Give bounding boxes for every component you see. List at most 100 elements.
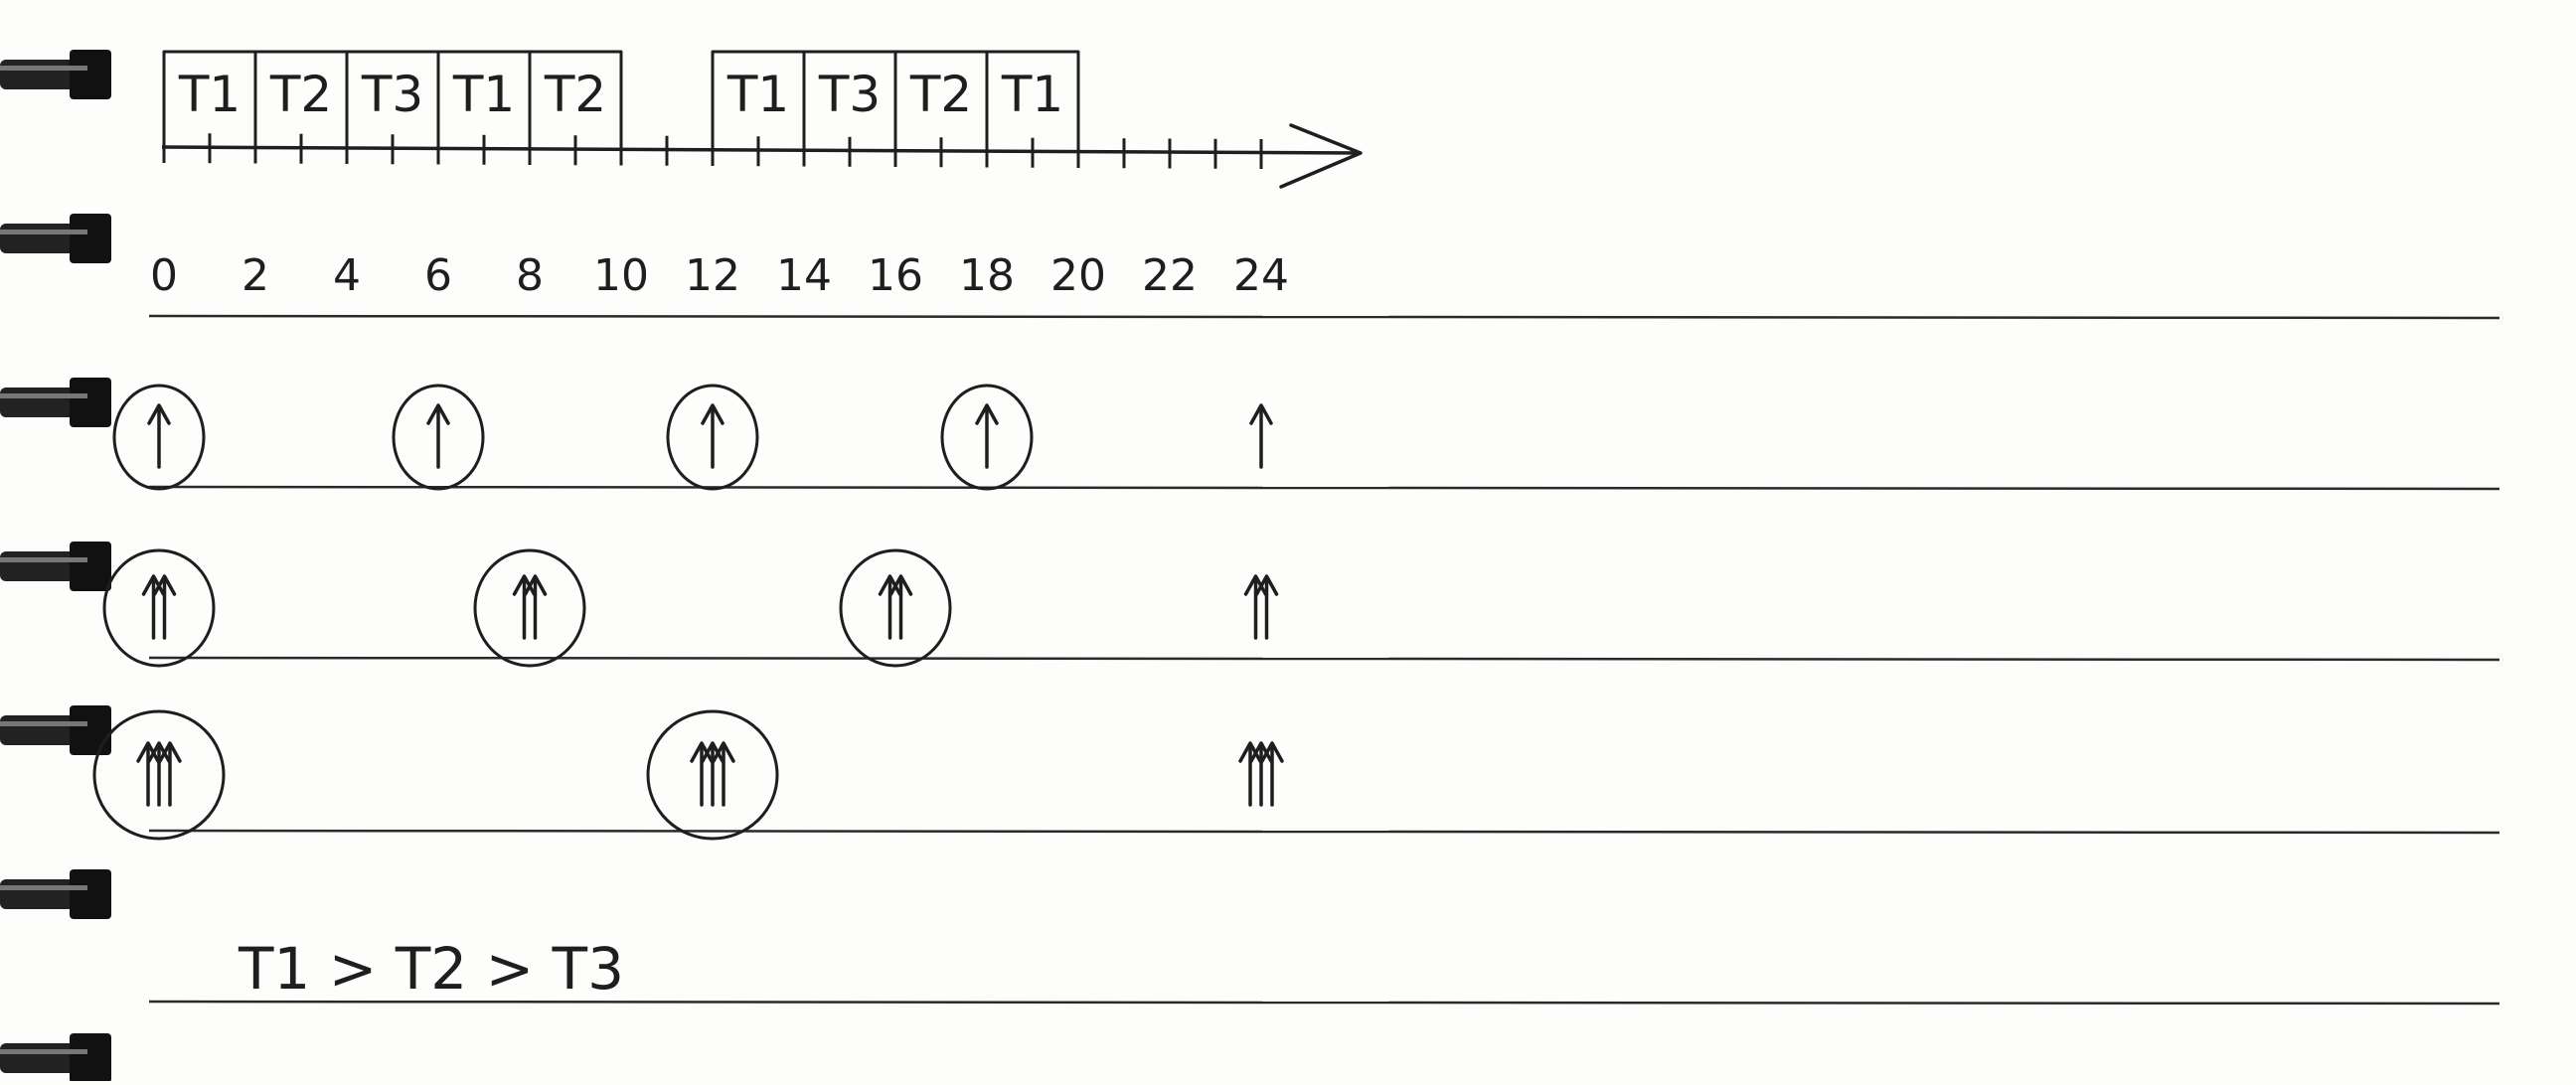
priority-separator: >: [467, 935, 552, 1003]
schedule-block-label: T1: [726, 66, 789, 123]
tick-label: 6: [424, 250, 452, 301]
ruled-line: [148, 314, 2500, 320]
arrival-circle: [940, 384, 1034, 491]
binding-hole: [70, 542, 111, 591]
axis-line: [161, 145, 1362, 155]
arrow-head: [512, 574, 537, 596]
arrow-head: [147, 403, 171, 425]
arrow-head: [426, 403, 450, 425]
binding-highlight: [0, 393, 87, 398]
arrival-circle: [102, 548, 216, 668]
arrow-head: [152, 574, 177, 596]
binding-hole: [70, 50, 111, 99]
arrow-head: [1243, 574, 1268, 596]
binding-hole: [70, 1033, 111, 1083]
tick-label: 14: [776, 250, 832, 301]
arrival-circle: [473, 548, 586, 668]
arrow-head: [1249, 403, 1273, 425]
arrival-arrow-t2: [839, 548, 952, 668]
schedule-block-label: T1: [1001, 66, 1063, 123]
arrow-head: [1238, 741, 1262, 763]
binding-hole: [70, 705, 111, 755]
arrival-circle: [92, 709, 226, 841]
tick-label: 4: [333, 250, 361, 301]
arrow-head: [878, 574, 902, 596]
ruled-line: [148, 485, 2500, 491]
binding-highlight: [0, 230, 87, 234]
tick-label: 12: [685, 250, 740, 301]
arrival-circle: [839, 548, 952, 668]
schedule-block: [985, 50, 1080, 149]
arrow-head: [888, 574, 913, 596]
schedule-block: [528, 50, 623, 149]
ruled-line: [148, 829, 2500, 835]
arrival-arrow-t2: [102, 548, 216, 668]
arrival-arrow-t1: [392, 384, 485, 491]
binding-highlight: [0, 1049, 87, 1054]
priority-separator: >: [310, 935, 395, 1003]
ruled-lines: [148, 314, 2500, 1006]
tick-label: 8: [516, 250, 544, 301]
arrival-arrow-t2: [1243, 574, 1279, 640]
arrival-arrow-t3: [1238, 741, 1284, 807]
tick-label: 18: [959, 250, 1015, 301]
arrow-head: [136, 741, 160, 763]
arrival-arrow-t3: [646, 709, 779, 841]
arrival-arrow-t1: [112, 384, 206, 491]
arrow-head: [701, 741, 724, 763]
binding-highlight: [0, 885, 87, 890]
binding-hole: [70, 869, 111, 919]
schedule-block-label: T1: [452, 66, 515, 123]
binding-hole: [70, 378, 111, 427]
arrow-head: [712, 741, 735, 763]
task-arrival-rows: [92, 384, 1284, 841]
tick-label: 0: [150, 250, 178, 301]
priority-text: T1 > T2 > T3: [238, 935, 624, 1003]
binding-highlight: [0, 721, 87, 726]
schedule-block-label: T2: [269, 66, 332, 123]
arrival-arrow-t1: [666, 384, 759, 491]
binding-highlight: [0, 66, 87, 71]
tick-label: 24: [1233, 250, 1289, 301]
schedule-block-label: T2: [909, 66, 972, 123]
tick-label: 22: [1142, 250, 1198, 301]
arrival-arrow-t1: [1249, 403, 1273, 469]
tick-label: 20: [1050, 250, 1106, 301]
arrival-circle: [666, 384, 759, 491]
tick-label: 16: [868, 250, 923, 301]
tick-label: 10: [593, 250, 649, 301]
time-axis: [161, 123, 1363, 189]
arrow-head: [158, 741, 182, 763]
binding-highlight: [0, 557, 87, 562]
arrival-circle: [392, 384, 485, 491]
arrival-circle: [112, 384, 206, 491]
arrow-head: [1249, 741, 1273, 763]
arrow-head: [141, 574, 166, 596]
arrow-head: [147, 741, 171, 763]
arrival-circle: [646, 709, 779, 841]
priority-item: T3: [552, 935, 624, 1003]
schedule-block-label: T1: [178, 66, 241, 123]
tick-label: 2: [242, 250, 269, 301]
arrow-head: [701, 403, 724, 425]
schedule-block-label: T2: [544, 66, 606, 123]
schedule-block-label: T3: [818, 66, 881, 123]
binding-hole: [70, 214, 111, 263]
schedule-block-label: T3: [361, 66, 423, 123]
ruled-line: [148, 1000, 2500, 1006]
schedule-blocks: T1 T2 T3 T1 T2 T1 T3 T2 T1: [162, 50, 1080, 149]
priority-item: T1: [238, 935, 310, 1003]
arrow-head: [523, 574, 548, 596]
arrival-arrow-t3: [92, 709, 226, 841]
axis-arrowhead: [1279, 123, 1363, 189]
arrow-head: [1260, 741, 1284, 763]
arrow-head: [975, 403, 999, 425]
priority-item: T2: [395, 935, 467, 1003]
arrival-arrow-t2: [473, 548, 586, 668]
arrow-head: [690, 741, 714, 763]
arrival-arrow-t1: [940, 384, 1034, 491]
priority-order: T1 > T2 > T3: [238, 935, 624, 1003]
spiral-binding: [0, 50, 111, 1083]
